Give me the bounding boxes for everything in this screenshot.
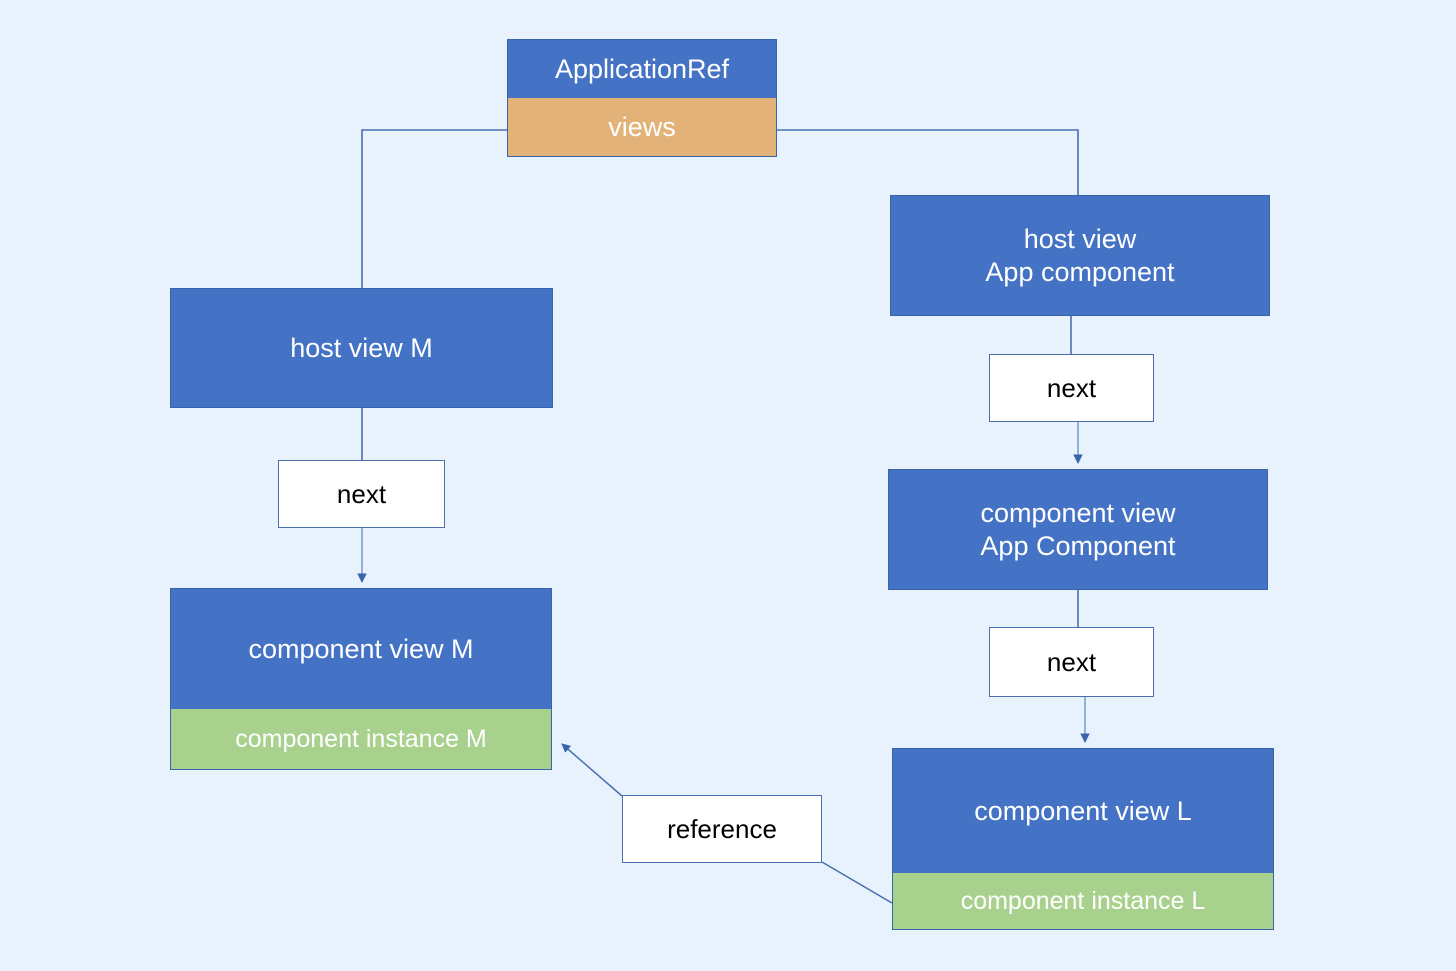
edge-label-reference[interactable]: reference	[622, 795, 822, 863]
node-component-view-app-component[interactable]: component view App Component	[888, 469, 1268, 590]
edge-label-next-right-2[interactable]: next	[989, 627, 1154, 697]
edge-label-next-right-1[interactable]: next	[989, 354, 1154, 422]
node-component-instance-m: component instance M	[171, 709, 551, 769]
node-application-ref[interactable]: ApplicationRef views	[507, 39, 777, 157]
edge-label-next-left[interactable]: next	[278, 460, 445, 528]
node-application-ref-header: ApplicationRef	[508, 40, 776, 98]
edge-views-to-host-view-m	[361, 129, 507, 288]
edge-reference-to-component-instance-m	[561, 743, 623, 797]
node-component-view-l-view: component view L	[893, 749, 1273, 873]
edge-component-instance-l-to-reference	[821, 861, 893, 904]
node-component-view-m[interactable]: component view M component instance M	[170, 588, 552, 770]
node-host-view-app-component[interactable]: host view App component	[890, 195, 1270, 316]
node-component-instance-l: component instance L	[893, 873, 1273, 929]
node-host-view-m[interactable]: host view M	[170, 288, 553, 408]
node-application-ref-views-property: views	[508, 98, 776, 156]
node-component-view-l[interactable]: component view L component instance L	[892, 748, 1274, 930]
edge-views-to-host-view-app	[777, 129, 1079, 195]
node-component-view-m-view: component view M	[171, 589, 551, 709]
